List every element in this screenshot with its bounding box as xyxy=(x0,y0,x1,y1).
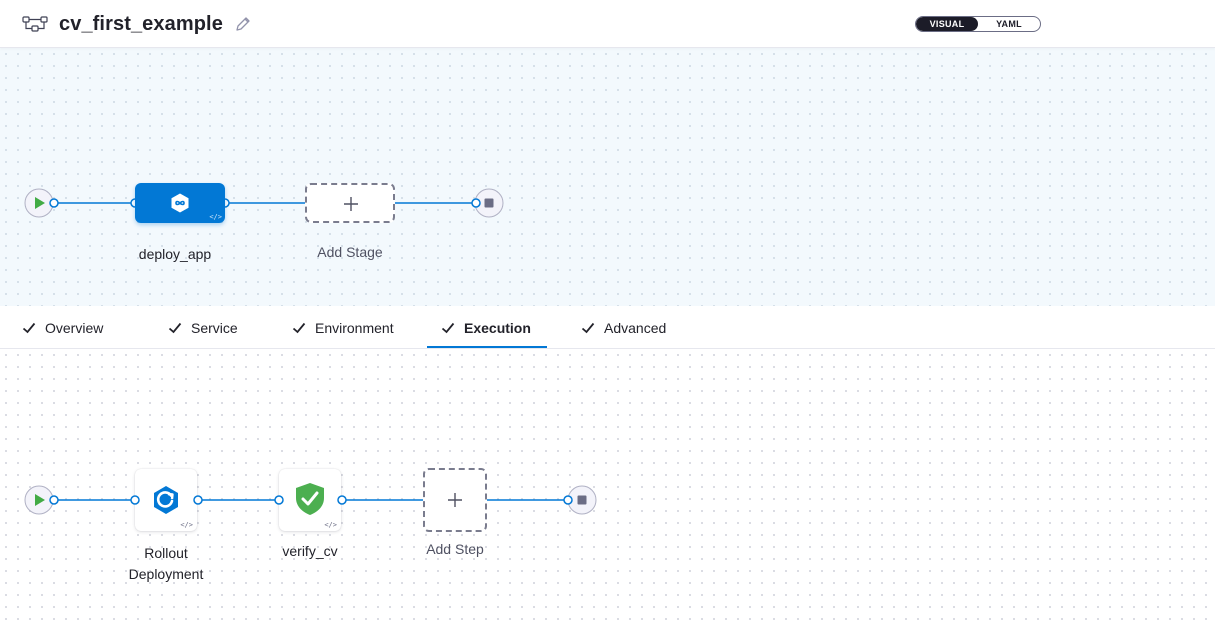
pipeline-header: cv_first_example VISUAL YAML xyxy=(0,0,1215,48)
check-icon xyxy=(168,322,182,333)
add-step-button[interactable] xyxy=(423,468,487,532)
tab-environment[interactable]: Environment xyxy=(292,306,394,349)
code-icon: </> xyxy=(209,213,222,221)
tab-label: Execution xyxy=(464,319,531,336)
add-step-label: Add Step xyxy=(426,541,484,557)
rollout-icon xyxy=(154,486,178,514)
step-node-rollout-deployment[interactable]: </> xyxy=(135,469,197,531)
page-title: cv_first_example xyxy=(59,13,223,35)
tab-overview[interactable]: Overview xyxy=(22,306,103,349)
visual-toggle-button[interactable]: VISUAL xyxy=(916,17,978,31)
stage-label: deploy_app xyxy=(138,246,212,262)
view-toggle[interactable]: VISUAL YAML xyxy=(915,16,1041,32)
deployment-stage-icon xyxy=(171,193,189,213)
verify-shield-icon xyxy=(296,483,324,515)
step-label-rollout: Rollout Deployment xyxy=(110,543,222,585)
code-icon: </> xyxy=(180,521,193,529)
execution-canvas[interactable] xyxy=(0,349,1215,628)
step-label-verify: verify_cv xyxy=(282,543,338,559)
tab-label: Service xyxy=(191,319,238,336)
plus-icon xyxy=(344,197,358,211)
plus-icon xyxy=(448,493,462,507)
tab-label: Environment xyxy=(315,319,394,336)
stage-node-deploy-app[interactable]: </> xyxy=(135,183,225,223)
active-tab-indicator xyxy=(427,346,547,348)
pencil-icon[interactable] xyxy=(234,15,252,33)
add-stage-button[interactable] xyxy=(305,183,395,223)
stage-tabs: Overview Service Environment Execution A… xyxy=(0,306,1215,349)
check-icon xyxy=(292,322,306,333)
pipeline-icon xyxy=(22,16,48,32)
tab-label: Overview xyxy=(45,319,104,336)
code-icon: </> xyxy=(324,521,337,529)
add-stage-label: Add Stage xyxy=(317,244,383,260)
stage-canvas[interactable] xyxy=(0,48,1215,306)
tab-service[interactable]: Service xyxy=(168,306,238,349)
step-label-line: Deployment xyxy=(128,566,204,582)
step-node-verify-cv[interactable]: </> xyxy=(279,469,341,531)
tab-advanced[interactable]: Advanced xyxy=(581,306,666,349)
check-icon xyxy=(581,322,595,333)
step-label-line: Rollout xyxy=(144,545,188,561)
check-icon xyxy=(22,322,36,333)
yaml-toggle-button[interactable]: YAML xyxy=(996,19,1022,29)
tab-execution[interactable]: Execution xyxy=(441,306,531,349)
tab-label: Advanced xyxy=(604,319,667,336)
check-icon xyxy=(441,322,455,333)
